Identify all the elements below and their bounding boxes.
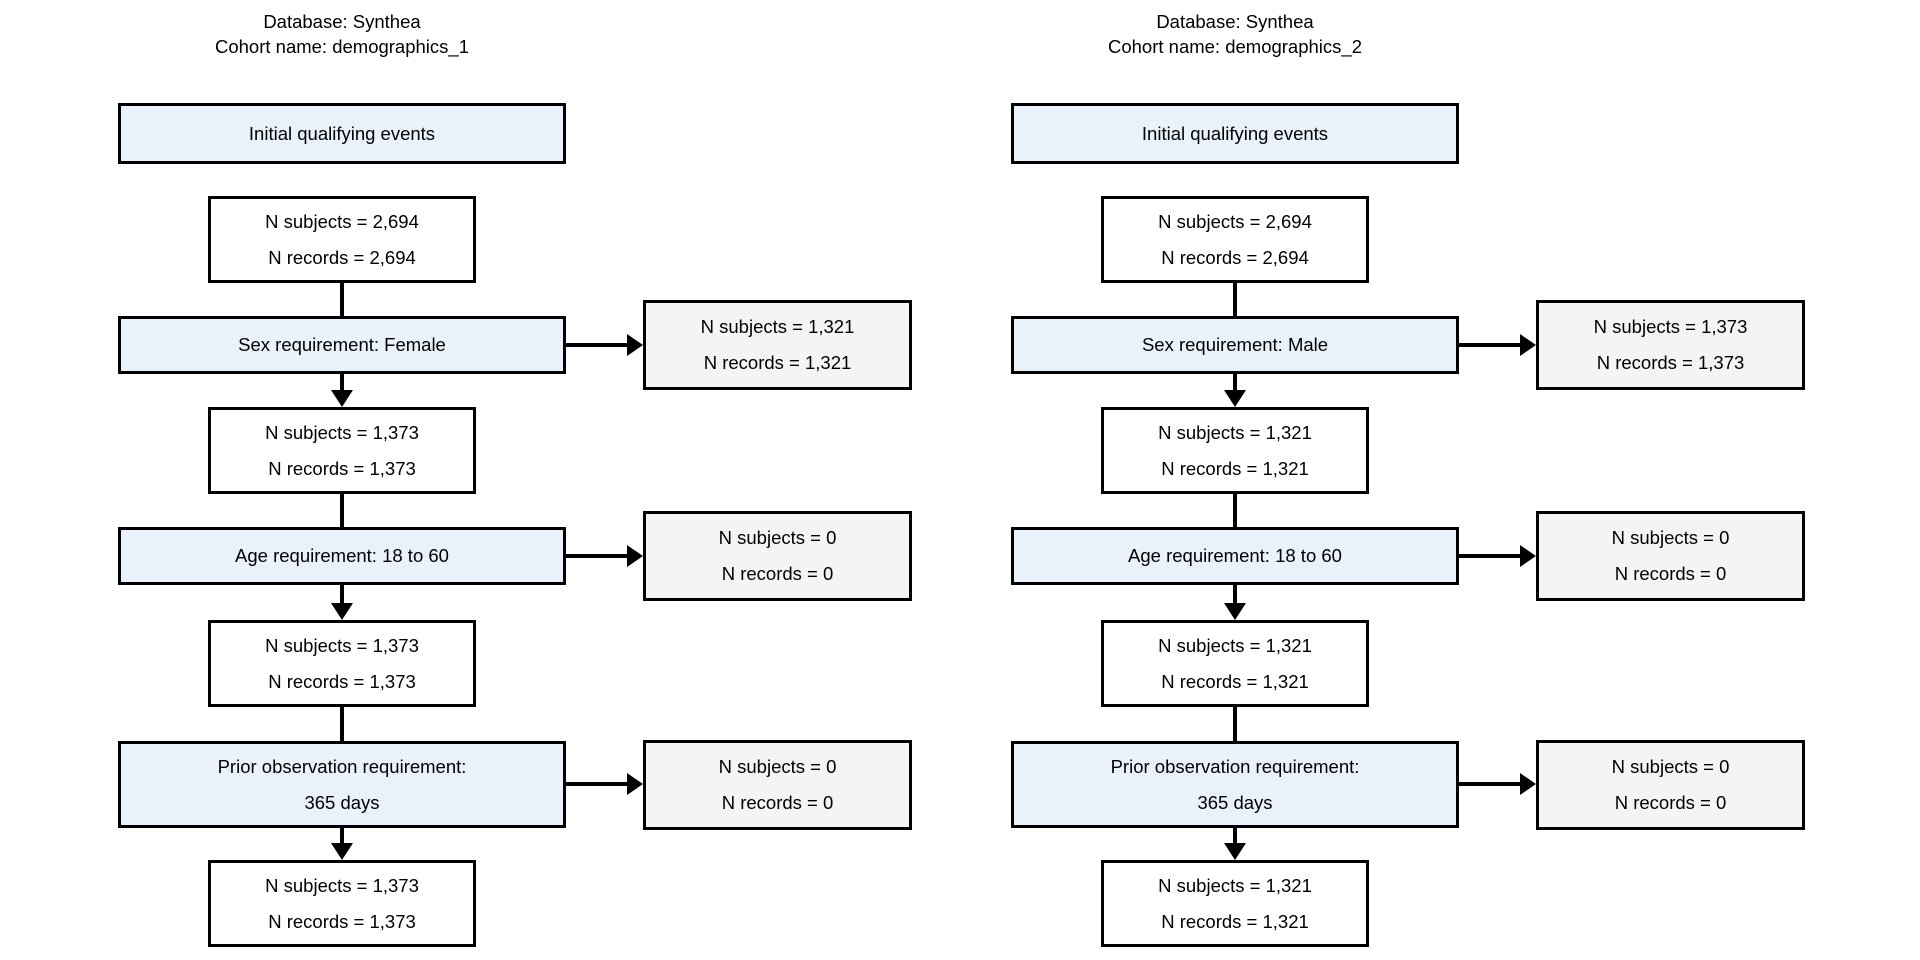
excluded-records-line: N records = 0 — [1614, 563, 1727, 584]
exclusion-arrow-line — [566, 343, 628, 347]
excluded-records-line: N records = 1,373 — [1596, 352, 1745, 373]
excluded-records-line: N records = 0 — [721, 563, 834, 584]
exclusion-arrowhead-right — [1520, 545, 1536, 567]
count-box-after-sex: N subjects = 1,373 N records = 1,373 — [208, 407, 476, 494]
count-box-after-age: N subjects = 1,373 N records = 1,373 — [208, 620, 476, 707]
step-box-age-requirement: Age requirement: 18 to 60 — [118, 527, 566, 585]
exclusion-arrowhead-right — [1520, 334, 1536, 356]
excluded-records-line: N records = 1,321 — [703, 352, 852, 373]
count-subjects-line: N subjects = 1,321 — [1158, 634, 1312, 656]
count-records-line: N records = 1,321 — [1161, 910, 1309, 932]
count-records-line: N records = 1,373 — [268, 910, 416, 932]
exclusion-arrowhead-right — [1520, 773, 1536, 795]
database-label: Database: Synthea — [1156, 11, 1314, 32]
flow-connector-line — [340, 494, 344, 527]
database-label: Database: Synthea — [263, 11, 421, 32]
count-box-initial: N subjects = 2,694 N records = 2,694 — [1101, 196, 1369, 283]
count-subjects-line: N subjects = 1,321 — [1158, 421, 1312, 443]
step-label: Age requirement: 18 to 60 — [235, 545, 449, 566]
step-box-initial-qualifying-events: Initial qualifying events — [118, 103, 566, 164]
excluded-subjects-line: N subjects = 0 — [1611, 527, 1730, 548]
excluded-subjects-line: N subjects = 1,373 — [1593, 316, 1748, 337]
step-box-prior-observation-requirement: Prior observation requirement: 365 days — [118, 741, 566, 828]
flow-connector-line — [1233, 707, 1237, 741]
count-subjects-line: N subjects = 1,373 — [265, 421, 419, 443]
exclusion-arrow-line — [566, 554, 628, 558]
excluded-count-box-prior-observation: N subjects = 0 N records = 0 — [1536, 740, 1805, 830]
exclusion-arrowhead-right — [627, 545, 643, 567]
step-label-line2: 365 days — [1197, 791, 1273, 813]
exclusion-arrow-line — [1459, 554, 1521, 558]
exclusion-arrow-line — [1459, 343, 1521, 347]
excluded-count-box-sex: N subjects = 1,321 N records = 1,321 — [643, 300, 912, 390]
count-subjects-line: N subjects = 1,321 — [1158, 874, 1312, 896]
flow-arrow-line — [340, 828, 344, 844]
count-box-after-sex: N subjects = 1,321 N records = 1,321 — [1101, 407, 1369, 494]
flow-arrowhead-down — [331, 390, 353, 407]
count-subjects-line: N subjects = 1,373 — [265, 874, 419, 896]
excluded-count-box-age: N subjects = 0 N records = 0 — [643, 511, 912, 601]
exclusion-arrow-line — [1459, 782, 1521, 786]
flow-arrow-line — [1233, 585, 1237, 604]
flow-arrow-line — [340, 374, 344, 392]
diagram-demographics-2: Database: Synthea Cohort name: demograph… — [893, 0, 1853, 960]
flow-connector-line — [1233, 494, 1237, 527]
exclusion-arrowhead-right — [627, 773, 643, 795]
flow-connector-line — [1233, 283, 1237, 316]
step-box-initial-qualifying-events: Initial qualifying events — [1011, 103, 1459, 164]
count-records-line: N records = 1,373 — [268, 457, 416, 479]
flow-arrowhead-down — [1224, 843, 1246, 860]
flow-connector-line — [340, 283, 344, 316]
step-box-age-requirement: Age requirement: 18 to 60 — [1011, 527, 1459, 585]
step-label: Prior observation requirement: — [1110, 755, 1360, 777]
step-label: Age requirement: 18 to 60 — [1128, 545, 1342, 566]
excluded-subjects-line: N subjects = 0 — [718, 756, 837, 777]
count-box-final: N subjects = 1,321 N records = 1,321 — [1101, 860, 1369, 947]
step-label: Prior observation requirement: — [217, 755, 467, 777]
flow-arrow-line — [1233, 828, 1237, 844]
excluded-records-line: N records = 0 — [1614, 792, 1727, 813]
count-records-line: N records = 2,694 — [268, 246, 416, 268]
step-box-prior-observation-requirement: Prior observation requirement: 365 days — [1011, 741, 1459, 828]
excluded-count-box-prior-observation: N subjects = 0 N records = 0 — [643, 740, 912, 830]
count-records-line: N records = 2,694 — [1161, 246, 1309, 268]
count-box-after-age: N subjects = 1,321 N records = 1,321 — [1101, 620, 1369, 707]
excluded-subjects-line: N subjects = 0 — [718, 527, 837, 548]
excluded-count-box-sex: N subjects = 1,373 N records = 1,373 — [1536, 300, 1805, 390]
exclusion-arrowhead-right — [627, 334, 643, 356]
flow-arrowhead-down — [331, 843, 353, 860]
cohort-name-label: Cohort name: demographics_1 — [214, 36, 469, 57]
excluded-count-box-age: N subjects = 0 N records = 0 — [1536, 511, 1805, 601]
step-label: Initial qualifying events — [1141, 122, 1329, 144]
flow-arrowhead-down — [1224, 603, 1246, 620]
count-records-line: N records = 1,373 — [268, 670, 416, 692]
count-subjects-line: N subjects = 2,694 — [265, 210, 419, 232]
step-label-line2: 365 days — [304, 791, 380, 813]
excluded-subjects-line: N subjects = 0 — [1611, 756, 1730, 777]
diagram-header: Database: Synthea Cohort name: demograph… — [1011, 9, 1459, 59]
exclusion-arrow-line — [566, 782, 628, 786]
flow-connector-line — [340, 707, 344, 741]
count-records-line: N records = 1,321 — [1161, 457, 1309, 479]
step-label: Sex requirement: Female — [238, 334, 446, 355]
diagram-header: Database: Synthea Cohort name: demograph… — [118, 9, 566, 59]
count-box-initial: N subjects = 2,694 N records = 2,694 — [208, 196, 476, 283]
cohort-name-label: Cohort name: demographics_2 — [1107, 36, 1362, 57]
count-records-line: N records = 1,321 — [1161, 670, 1309, 692]
count-box-final: N subjects = 1,373 N records = 1,373 — [208, 860, 476, 947]
step-label: Initial qualifying events — [248, 122, 436, 144]
flow-arrow-line — [340, 585, 344, 604]
excluded-subjects-line: N subjects = 1,321 — [700, 316, 855, 337]
flow-arrowhead-down — [331, 603, 353, 620]
diagram-demographics-1: Database: Synthea Cohort name: demograph… — [118, 9, 912, 947]
flow-arrow-line — [1233, 374, 1237, 392]
step-box-sex-requirement: Sex requirement: Female — [118, 316, 566, 374]
count-subjects-line: N subjects = 1,373 — [265, 634, 419, 656]
flow-arrowhead-down — [1224, 390, 1246, 407]
excluded-records-line: N records = 0 — [721, 792, 834, 813]
step-box-sex-requirement: Sex requirement: Male — [1011, 316, 1459, 374]
count-subjects-line: N subjects = 2,694 — [1158, 210, 1312, 232]
step-label: Sex requirement: Male — [1141, 334, 1329, 355]
